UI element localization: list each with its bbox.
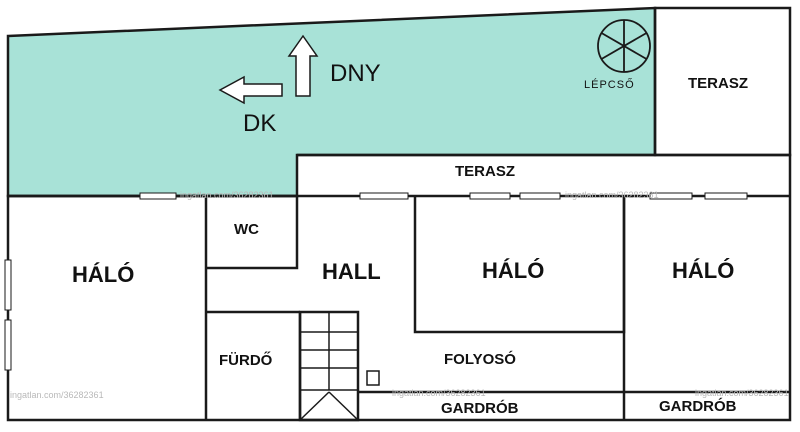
direction-up-label: DNY (330, 60, 381, 87)
corridor-box (366, 370, 380, 386)
room-bedroom-right: HÁLÓ (672, 258, 735, 283)
watermark: ingatlan.com/36282361 (10, 390, 104, 400)
direction-left-label: DK (243, 110, 277, 137)
watermark: ingatlan.com/36282361 (392, 388, 486, 398)
room-bathroom: FÜRDŐ (219, 352, 273, 369)
room-terrace-center: TERASZ (455, 163, 515, 180)
watermark: ingatlan.com/36282361 (565, 190, 659, 200)
room-bedroom-center: HÁLÓ (482, 258, 545, 283)
room-terrace-right: TERASZ (688, 75, 748, 92)
stair-treads (299, 312, 359, 421)
garden-area (6, 6, 657, 198)
room-corridor: FOLYOSÓ (444, 351, 516, 368)
arrow-up-icon (287, 34, 319, 97)
windows (4, 192, 748, 371)
room-wc: WC (234, 221, 259, 238)
watermark: ingatlan.com/36282361 (695, 388, 789, 398)
room-wardrobe-center: GARDRÓB (441, 400, 519, 417)
room-hall: HALL (322, 259, 381, 284)
watermark: ingatlan.com/36282361 (180, 190, 274, 200)
spiral-stair-icon (597, 19, 651, 73)
arrow-left-icon (218, 75, 283, 105)
stair-label: LÉPCSŐ (584, 79, 635, 91)
room-wardrobe-right: GARDRÓB (659, 398, 737, 415)
room-bedroom-left: HÁLÓ (72, 262, 135, 287)
